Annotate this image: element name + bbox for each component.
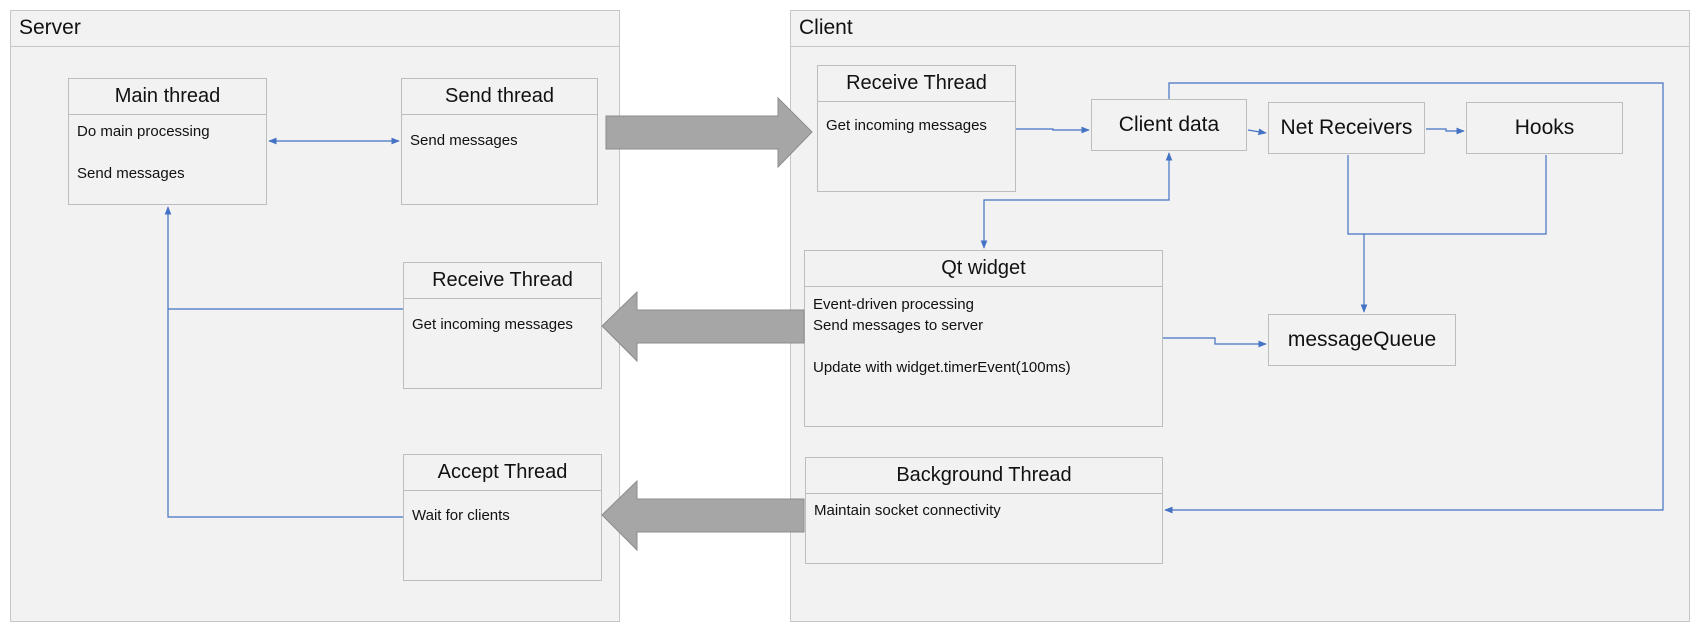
server-receive-thread-box: Receive Thread Get incoming messages <box>403 262 602 389</box>
big-arrow-background-to-accept <box>601 479 805 552</box>
server-send-thread-box: Send thread Send messages <box>401 78 598 205</box>
hooks-box: Hooks <box>1466 102 1623 154</box>
client-receive-thread-line1: Get incoming messages <box>826 117 987 134</box>
big-arrow-send-to-client <box>605 96 813 169</box>
background-thread-line1: Maintain socket connectivity <box>814 502 1001 519</box>
server-main-thread-line1: Do main processing <box>77 123 210 140</box>
qt-widget-box: Qt widget Event-driven processing Send m… <box>804 250 1163 427</box>
qt-widget-line3: Update with widget.timerEvent(100ms) <box>813 359 1071 376</box>
qt-widget-line2: Send messages to server <box>813 317 984 334</box>
qt-widget-line1: Event-driven processing <box>813 296 974 313</box>
server-accept-thread-box: Accept Thread Wait for clients <box>403 454 602 581</box>
server-send-thread-line1: Send messages <box>410 132 518 149</box>
server-accept-thread-title: Accept Thread <box>404 455 601 491</box>
client-data-box: Client data <box>1091 99 1247 151</box>
server-receive-thread-line1: Get incoming messages <box>412 316 573 333</box>
server-accept-thread-line1: Wait for clients <box>412 507 510 524</box>
server-main-thread-box: Main thread Do main processing Send mess… <box>68 78 267 205</box>
qt-widget-title: Qt widget <box>805 251 1162 287</box>
background-thread-title: Background Thread <box>806 458 1162 494</box>
server-main-thread-title: Main thread <box>69 79 266 115</box>
server-send-thread-title: Send thread <box>402 79 597 115</box>
client-receive-thread-box: Receive Thread Get incoming messages <box>817 65 1016 192</box>
big-arrow-client-to-receive <box>601 290 805 363</box>
server-main-thread-line2: Send messages <box>77 165 185 182</box>
server-receive-thread-title: Receive Thread <box>404 263 601 299</box>
client-panel-title: Client <box>791 11 1689 47</box>
background-thread-box: Background Thread Maintain socket connec… <box>805 457 1163 564</box>
message-queue-box: messageQueue <box>1268 314 1456 366</box>
net-receivers-box: Net Receivers <box>1268 102 1425 154</box>
client-receive-thread-title: Receive Thread <box>818 66 1015 102</box>
server-panel-title: Server <box>11 11 619 47</box>
